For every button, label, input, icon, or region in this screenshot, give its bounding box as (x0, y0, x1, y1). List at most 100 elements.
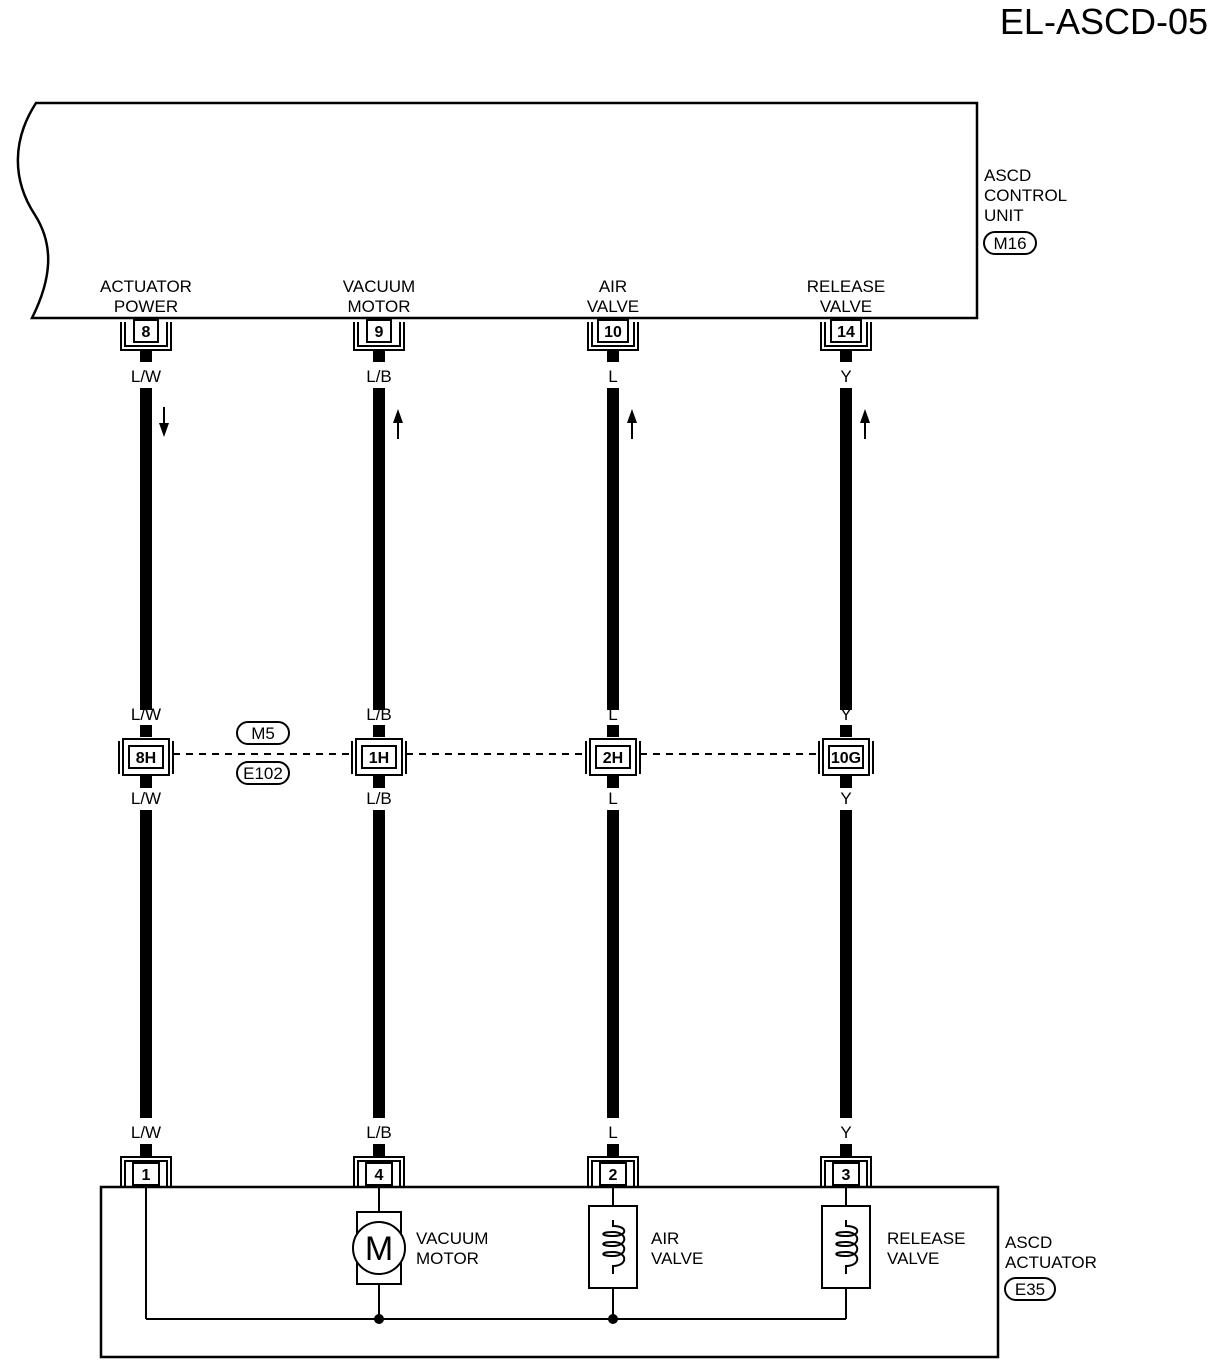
actuator-connector-badge (1004, 1277, 1056, 1301)
wire-stub (840, 776, 852, 788)
wire-color-label: Y (840, 1123, 851, 1142)
actuator-pin-number: 3 (842, 1167, 851, 1184)
terminal-label-release-valve-2: VALVE (820, 297, 872, 316)
actuator-name-line-2: ACTUATOR (1005, 1253, 1097, 1272)
control-unit-name-line-1: ASCD (984, 166, 1031, 185)
junction-bracket-icon (351, 741, 407, 774)
terminal-pin-box (133, 319, 159, 343)
page-code: EL-ASCD-05 (1000, 1, 1208, 42)
junction-connector: M5 E102 (173, 721, 819, 785)
wire (140, 810, 152, 1118)
wire-stub (840, 1144, 852, 1156)
wire-stub (140, 725, 152, 737)
component-label-air-valve-1: AIR (651, 1229, 679, 1248)
wire-stub (373, 702, 385, 710)
terminal-pin-box (830, 319, 862, 343)
wire-stub (373, 725, 385, 737)
actuator-connector: E35 (1015, 1280, 1045, 1299)
wire (840, 388, 852, 702)
actuator-pin-number: 1 (142, 1167, 151, 1184)
splice-dot (374, 1314, 384, 1324)
component-label-vacuum-motor-1: VACUUM (416, 1229, 488, 1248)
splice-dot (608, 1314, 618, 1324)
terminal-pin-number: 14 (837, 324, 855, 341)
terminal-pin-box (597, 319, 629, 343)
terminal-pin-box (366, 319, 392, 343)
wire-color-label: L (608, 705, 617, 724)
circuit-air-valve: 10 L L 2H L L 2 (585, 319, 641, 1186)
wire-stub (373, 1144, 385, 1156)
wire-stub (840, 702, 852, 710)
coil-icon (588, 1205, 638, 1289)
actuator: M VACUUM MOTOR AIR VALVE RELEASE VALVE A… (99, 1185, 1097, 1359)
wire-stub (607, 725, 619, 737)
junction-pin-number: 8H (136, 750, 156, 767)
wire-color-label: L/B (366, 705, 392, 724)
component-label-vacuum-motor-2: MOTOR (416, 1249, 479, 1268)
wire-color-label: L/B (366, 1123, 392, 1142)
connector-bracket-icon (353, 1156, 405, 1186)
wire-color-label: L/W (131, 367, 161, 386)
terminal-label-release-valve-1: RELEASE (807, 277, 885, 296)
wire (840, 810, 852, 1118)
terminal-pin-number: 8 (142, 324, 151, 341)
wire-stub (607, 350, 619, 362)
wire-stub (140, 1144, 152, 1156)
actuator-pin-number: 4 (375, 1167, 384, 1184)
arrow-up-icon (393, 409, 403, 439)
junction-connector-badge-top (236, 721, 290, 745)
wire (373, 388, 385, 702)
actuator-box (99, 1185, 1000, 1359)
control-unit-connector: M16 (993, 234, 1026, 253)
wire-color-label: L/W (131, 705, 161, 724)
terminal-label-actuator-power-1: ACTUATOR (100, 277, 192, 296)
wire-color-label: L (608, 1123, 617, 1142)
arrow-up-icon (627, 409, 637, 439)
control-unit-name-line-2: CONTROL (984, 186, 1067, 205)
actuator-name-line-1: ASCD (1005, 1233, 1052, 1252)
junction-bracket-icon (585, 741, 641, 774)
wire-color-label: Y (840, 705, 851, 724)
circuit-vacuum-motor: 9 L/B L/B 1H L/B L/B 4 (351, 319, 407, 1186)
wire-stub (373, 350, 385, 362)
control-unit-name-line-3: UNIT (984, 206, 1024, 225)
wire-color-label: L (608, 367, 617, 386)
wire-stub (140, 350, 152, 362)
wire (607, 810, 619, 1118)
terminal-label-vacuum-motor-2: MOTOR (348, 297, 411, 316)
junction-pin-box (361, 745, 397, 769)
motor-symbol: M (365, 1230, 393, 1268)
wire-color-label: L/W (131, 789, 161, 808)
junction-pin-box (128, 745, 164, 769)
wire-stub (140, 702, 152, 710)
junction-bracket-icon (118, 741, 174, 774)
terminal-label-air-valve-2: VALVE (587, 297, 639, 316)
connector-bracket-icon (120, 1156, 172, 1186)
junction-pin-number: 2H (603, 750, 623, 767)
wire-stub (140, 776, 152, 788)
arrow-up-icon (860, 409, 870, 439)
control-unit-connector-badge (983, 231, 1037, 255)
connector-bracket-icon (587, 1156, 639, 1186)
terminal-pin-number: 10 (604, 324, 622, 341)
coil-icon (821, 1205, 871, 1289)
junction-pin-box (828, 745, 864, 769)
wire-stub (840, 725, 852, 737)
circuit-actuator-power: 8 L/W L/W 8H L/W L/W 1 (118, 319, 174, 1186)
wire (607, 388, 619, 702)
junction-pin-box (595, 745, 631, 769)
wire-stub (840, 350, 852, 362)
junction-pin-number: 10G (831, 750, 861, 767)
actuator-pin-number: 2 (609, 1167, 618, 1184)
connector-bracket-icon (820, 1156, 872, 1186)
wire-stub (607, 776, 619, 788)
wire-color-label: L/B (366, 789, 392, 808)
arrow-down-icon (159, 407, 169, 437)
junction-connector-bottom: E102 (243, 764, 283, 783)
component-label-air-valve-2: VALVE (651, 1249, 703, 1268)
wire-color-label: Y (840, 367, 851, 386)
wire-color-label: L/W (131, 1123, 161, 1142)
control-unit-box (16, 101, 979, 320)
wire-stub (607, 702, 619, 710)
